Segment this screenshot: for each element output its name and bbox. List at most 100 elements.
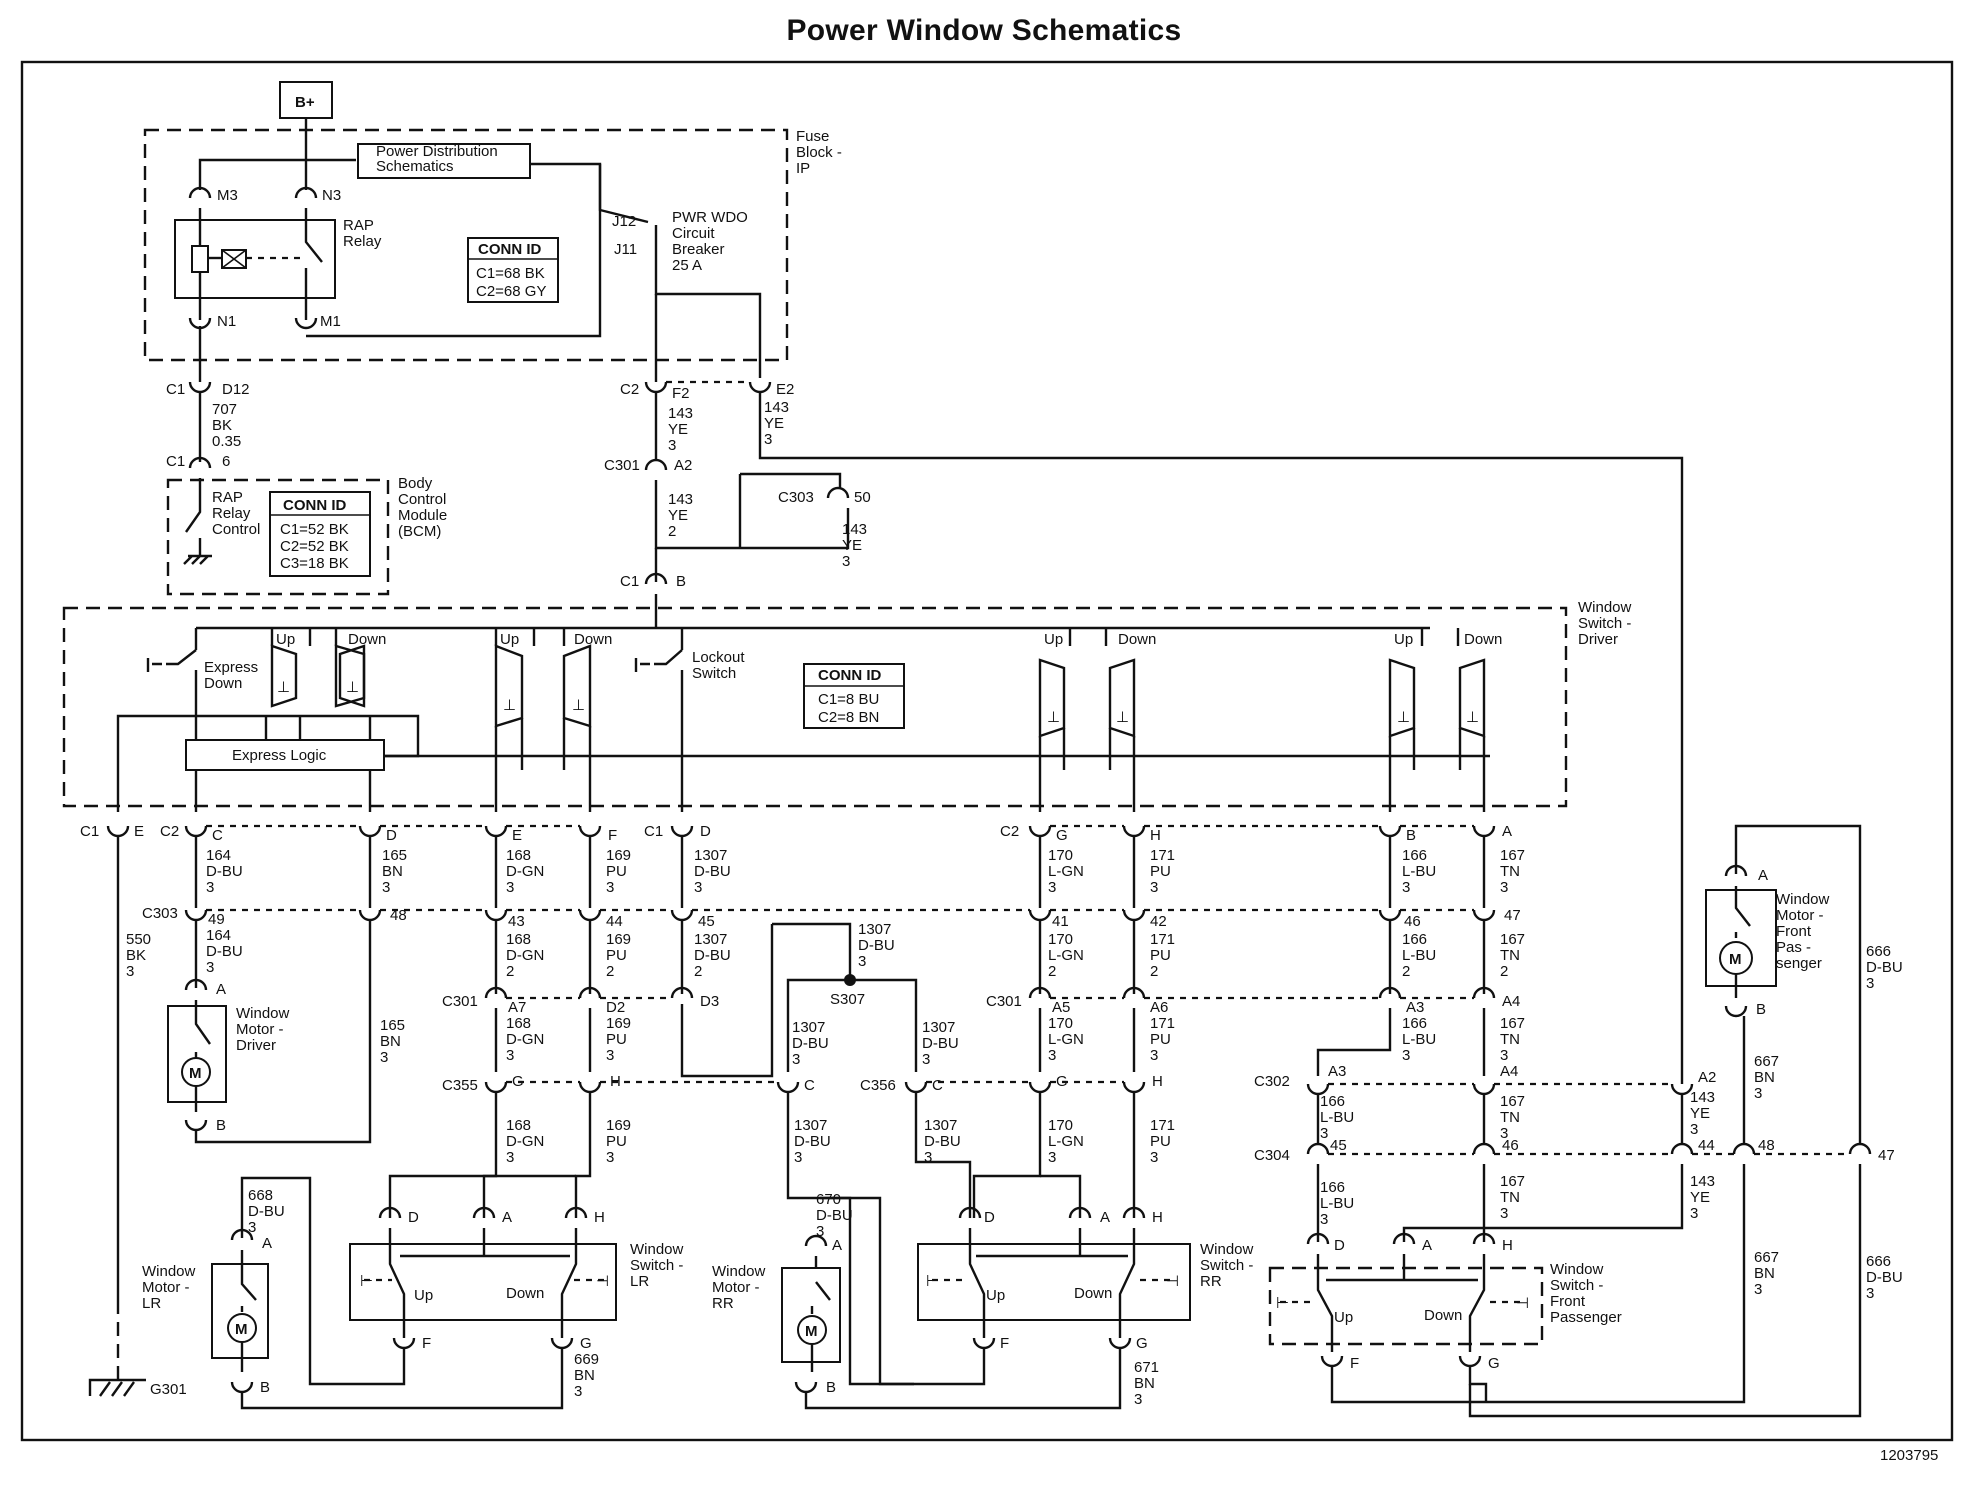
svg-text:G: G <box>1488 1355 1500 1372</box>
ground-label: G301 <box>150 1381 187 1398</box>
lr-down-label: Down <box>574 631 612 648</box>
battery-label: B+ <box>295 94 315 111</box>
svg-text:F: F <box>1000 1335 1009 1352</box>
svg-text:A: A <box>1422 1237 1432 1254</box>
svg-text:D2: D2 <box>606 999 625 1016</box>
svg-text:F: F <box>1350 1355 1359 1372</box>
svg-text:G: G <box>1056 1073 1068 1090</box>
fp-up-label: Up <box>1394 631 1413 648</box>
svg-text:H: H <box>1502 1237 1513 1254</box>
conn-c1-d: C1 <box>644 823 663 840</box>
svg-text:D3: D3 <box>700 993 719 1010</box>
svg-text:⊥: ⊥ <box>572 697 585 714</box>
pin-6: 6 <box>222 453 230 470</box>
svg-text:⊥: ⊥ <box>1466 709 1479 726</box>
conn-c303-row: C303 <box>142 905 178 922</box>
svg-text:D: D <box>984 1209 995 1226</box>
conn-c304: C304 <box>1254 1147 1290 1164</box>
svg-text:A4: A4 <box>1500 1063 1518 1080</box>
figure-id: 1203795 <box>1880 1447 1938 1464</box>
conn-c303-50: C303 <box>778 489 814 506</box>
driver-switch-outline <box>62 606 1568 808</box>
pin-m3: M3 <box>217 187 238 204</box>
bcm-conn-id-title: CONN ID <box>283 497 347 514</box>
lr-up-label: Up <box>500 631 519 648</box>
svg-text:47: 47 <box>1504 907 1521 924</box>
svg-text:48: 48 <box>390 907 407 924</box>
pin-50: 50 <box>854 489 871 506</box>
driver-conn-id-line-1: C1=8 BU <box>818 691 879 708</box>
fp-down-label: Down <box>1464 631 1502 648</box>
svg-text:A: A <box>1502 823 1512 840</box>
svg-text:41: 41 <box>1052 913 1069 930</box>
pin-f2: F2 <box>672 385 690 402</box>
svg-text:46: 46 <box>1502 1137 1519 1154</box>
rr-up-label: Up <box>1044 631 1063 648</box>
conn-c2-driver: C2 <box>160 823 179 840</box>
svg-text:A: A <box>216 981 226 998</box>
svg-text:⊥: ⊥ <box>277 679 290 696</box>
power-distribution-box <box>357 143 531 179</box>
svg-text:44: 44 <box>606 913 623 930</box>
svg-text:B: B <box>1406 827 1416 844</box>
conn-c2-rr: C2 <box>1000 823 1019 840</box>
svg-text:B: B <box>1756 1001 1766 1018</box>
pin-j11: J11 <box>614 241 637 258</box>
svg-text:⊢: ⊢ <box>926 1273 939 1290</box>
pin-m1: M1 <box>320 313 341 330</box>
fuse-conn-id-line-2: C2=68 GY <box>476 283 546 300</box>
svg-text:Up: Up <box>414 1287 433 1304</box>
svg-text:D: D <box>386 827 397 844</box>
conn-c1-e: C1 <box>80 823 99 840</box>
pin-a2-top: A2 <box>674 457 692 474</box>
svg-text:A: A <box>262 1235 272 1252</box>
svg-text:C: C <box>212 827 223 844</box>
express-logic-label: Express Logic <box>232 747 327 764</box>
svg-text:43: 43 <box>508 913 525 930</box>
conn-c2-fuse: C2 <box>620 381 639 398</box>
svg-text:M: M <box>1729 951 1742 968</box>
pin-b-c1: B <box>676 573 686 590</box>
driver-down-label: Down <box>348 631 386 648</box>
svg-text:G: G <box>1056 827 1068 844</box>
conn-c356: C356 <box>860 1077 896 1094</box>
bcm-conn-id-line-3: C3=18 BK <box>280 555 349 572</box>
svg-text:44: 44 <box>1698 1137 1715 1154</box>
bcm-conn-id-line-1: C1=52 BK <box>280 521 349 538</box>
svg-text:B: B <box>216 1117 226 1134</box>
conn-c301-row: C301 <box>442 993 478 1010</box>
bcm-outline <box>166 478 390 596</box>
